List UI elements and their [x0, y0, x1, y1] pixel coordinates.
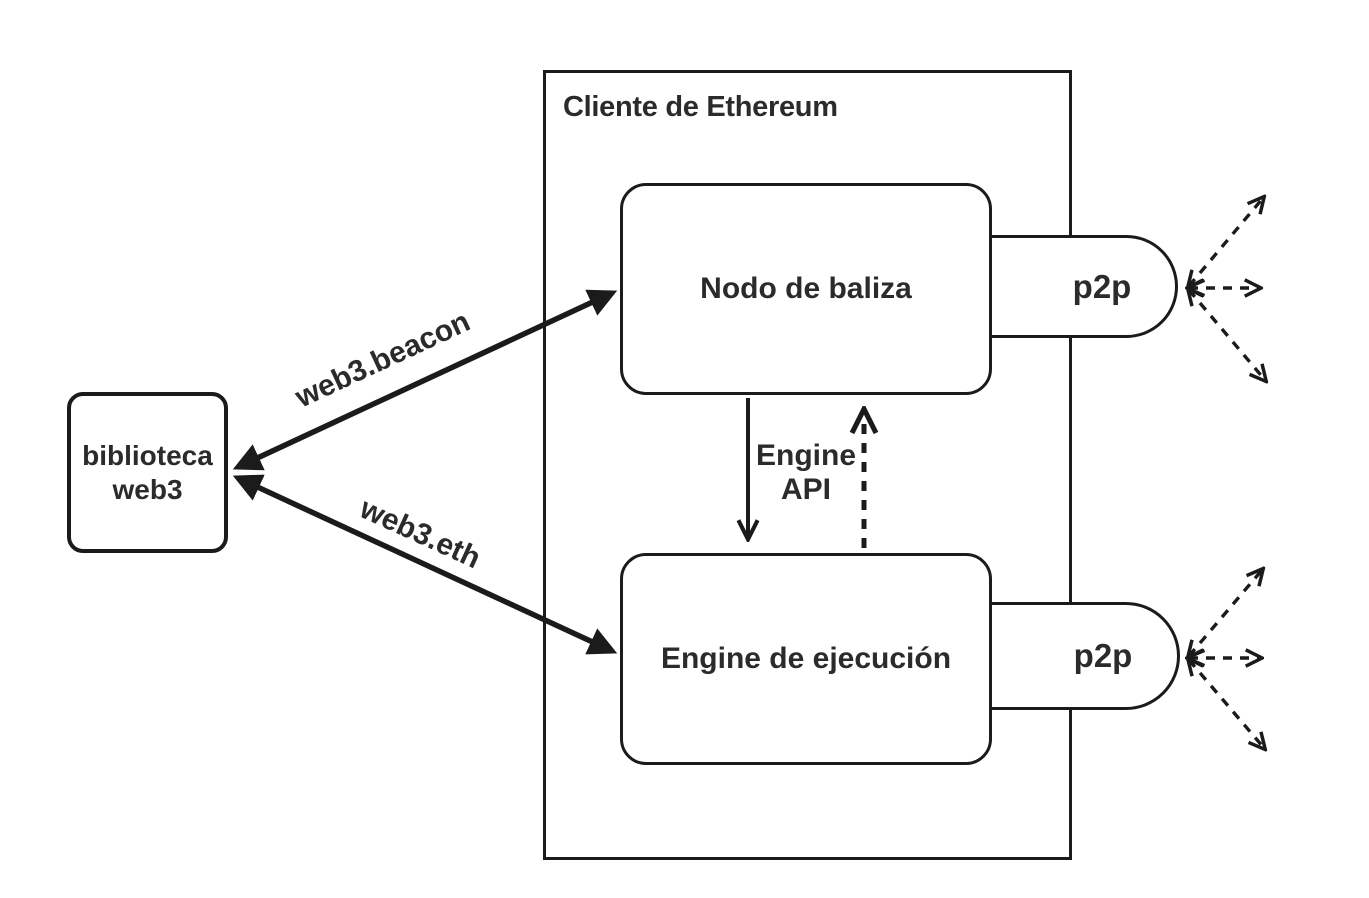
- web3-beacon-edge-label: web3.beacon: [290, 304, 476, 415]
- execution-engine-label: Engine de ejecución: [660, 642, 952, 675]
- p2p-port-top-label: p2p: [1072, 267, 1132, 305]
- web3-library-node: biblioteca web3: [67, 392, 228, 553]
- p2p-port-top: p2p: [988, 235, 1178, 338]
- engine-api-label-line2: API: [780, 473, 832, 506]
- ethereum-client-title: Cliente de Ethereum: [563, 91, 838, 123]
- execution-engine-node: Engine de ejecución: [620, 553, 992, 765]
- engine-api-label-line1: Engine: [755, 439, 857, 472]
- beacon-node-label: Nodo de baliza: [700, 272, 912, 305]
- beacon-node: Nodo de baliza: [620, 183, 992, 395]
- web3-library-label-line1: biblioteca: [82, 439, 213, 471]
- p2p-port-bottom-label: p2p: [1073, 637, 1133, 674]
- web3-library-label-line2: web3: [112, 473, 183, 505]
- p2p-bottom-network-arrows: [1189, 570, 1264, 748]
- p2p-port-bottom: p2p: [988, 602, 1180, 710]
- engine-api-edge-label: Engine API: [756, 439, 856, 507]
- web3-eth-edge-label: web3.eth: [354, 491, 486, 576]
- p2p-top-network-arrows: [1189, 198, 1265, 380]
